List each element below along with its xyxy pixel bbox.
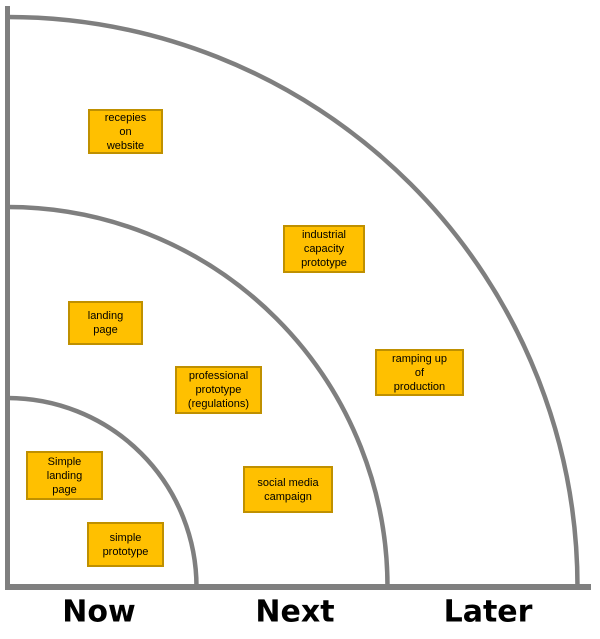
sticky-note-professional-prototype-regulations[interactable]: professional prototype (regulations) [175, 366, 262, 414]
arc-now [7, 395, 199, 588]
sticky-note-ramping-up-of-production[interactable]: ramping up of production [375, 349, 464, 396]
sticky-note-simple-landing-page[interactable]: Simple landing page [26, 451, 103, 500]
arc-later [7, 14, 580, 588]
sticky-note-industrial-capacity-prototype[interactable]: industrial capacity prototype [283, 225, 365, 273]
sticky-note-landing-page[interactable]: landing page [68, 301, 143, 345]
sticky-note-social-media-campaign[interactable]: social media campaign [243, 466, 333, 513]
sticky-note-simple-prototype[interactable]: simple prototype [87, 522, 164, 567]
sticky-note-recepies-on-website[interactable]: recepies on website [88, 109, 163, 154]
arc-next [7, 204, 390, 588]
